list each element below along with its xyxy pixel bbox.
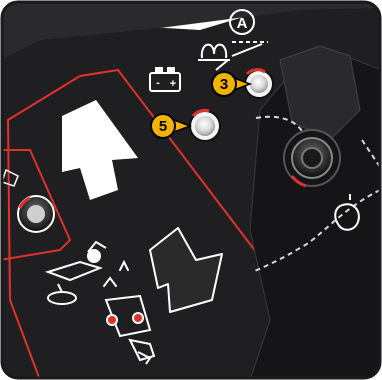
battery-warning-lamp — [190, 110, 220, 141]
callout-5-label: 5 — [159, 118, 167, 135]
rotary-switch-icon — [284, 130, 340, 186]
callout-3-label: 3 — [220, 76, 228, 93]
battery-minus-label: - — [156, 77, 160, 89]
auto-mode-label: A — [237, 15, 248, 32]
left-rotary-switch-icon — [18, 196, 54, 232]
battery-plus-label: + — [170, 78, 176, 90]
